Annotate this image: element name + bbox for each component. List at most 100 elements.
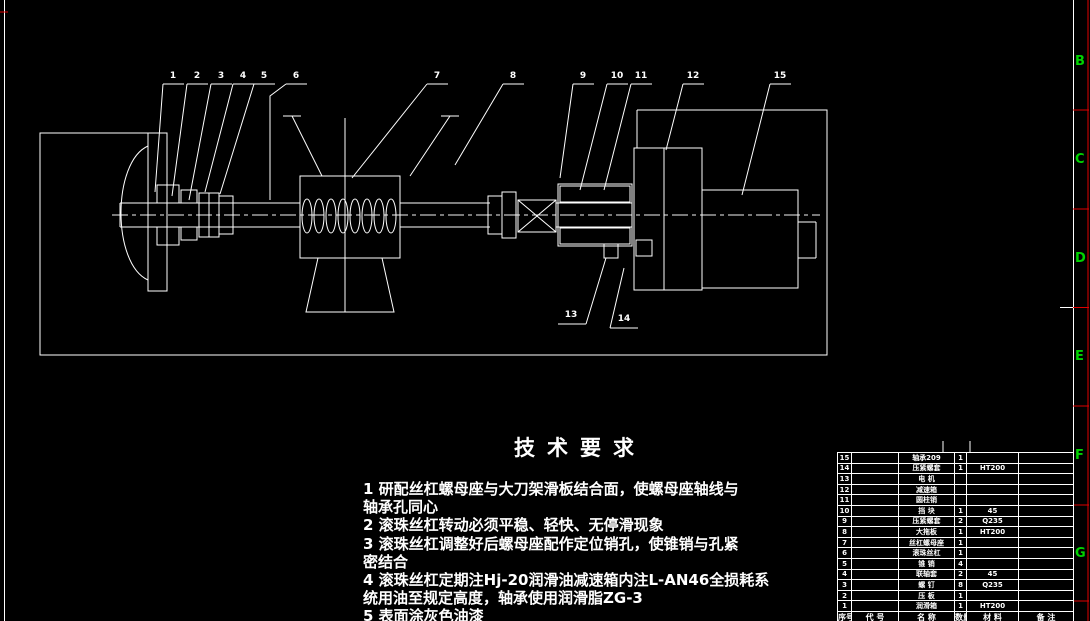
tech-line: 轴承孔同心	[363, 498, 439, 517]
parts-header-row: 序号代 号名 称数量材 料备 注	[837, 610, 1074, 621]
parts-header-cell: 名 称	[898, 610, 955, 621]
end-flange	[633, 147, 703, 291]
parts-cell-qty: 1	[954, 547, 967, 559]
tech-line: 5 表面涂灰色油漆	[363, 607, 484, 621]
parts-cell-note	[1018, 452, 1074, 464]
parts-cell-name: 压紧螺套	[898, 515, 955, 528]
tech-line: 1 研配丝杠螺母座与大刀架滑板结合面，使螺母座轴线与	[363, 480, 739, 498]
parts-cell-code	[851, 462, 899, 475]
parts-cell-qty: 8	[954, 579, 967, 591]
parts-cell-code	[851, 600, 899, 612]
parts-cell-note	[1018, 557, 1074, 570]
parts-cell-note	[1018, 568, 1074, 581]
callout-14: 14	[617, 314, 631, 324]
parts-cell-material: Q235	[966, 515, 1019, 528]
parts-cell-qty: 1	[954, 536, 967, 549]
parts-cell-no: 10	[837, 504, 852, 517]
right-bearing-block	[556, 183, 653, 259]
parts-cell-material	[966, 473, 1019, 485]
parts-cell-note	[1018, 494, 1074, 506]
parts-row: 11 圆柱销	[837, 494, 1074, 506]
callout-10: 10	[610, 71, 624, 81]
parts-cell-name: 圆柱销	[898, 494, 955, 506]
parts-cell-code	[851, 579, 899, 591]
callout-11: 11	[634, 71, 648, 81]
parts-cell-name: 挡 块	[898, 504, 955, 517]
parts-cell-note	[1018, 536, 1074, 549]
parts-cell-code	[851, 547, 899, 559]
parts-cell-no: 8	[837, 526, 852, 538]
tech-line: 2 滚珠丝杠转动必须平稳、轻快、无停滑现象	[363, 516, 664, 535]
parts-cell-name: 减速箱	[898, 483, 955, 496]
parts-cell-material	[966, 483, 1019, 496]
machine-bed	[39, 109, 828, 356]
reducer-motor	[701, 189, 817, 289]
callout-15: 15	[773, 71, 787, 81]
callout-9: 9	[579, 71, 587, 81]
parts-cell-material: HT200	[966, 600, 1019, 612]
parts-cell-code	[851, 452, 899, 464]
tech-line: 4 滚珠丝杠定期注Hj-20润滑油减速箱内注L-AN46全损耗系	[363, 571, 770, 590]
parts-cell-note	[1018, 589, 1074, 602]
parts-cell-code	[851, 557, 899, 570]
callout-7: 7	[433, 71, 441, 81]
parts-cell-code	[851, 526, 899, 538]
parts-cell-note	[1018, 600, 1074, 612]
table-stubs	[942, 441, 971, 452]
parts-cell-material: 45	[966, 568, 1019, 581]
parts-cell-note	[1018, 526, 1074, 538]
parts-header-cell: 数量	[954, 610, 967, 621]
parts-cell-material: Q235	[966, 579, 1019, 591]
ball-screw-nut	[299, 175, 401, 259]
parts-cell-no: 11	[837, 494, 852, 506]
parts-cell-name: 丝杠螺母座	[898, 536, 955, 549]
parts-cell-name: 螺 钉	[898, 579, 955, 591]
parts-cell-code	[851, 494, 899, 506]
parts-cell-name: 压紧螺套	[898, 462, 955, 475]
parts-cell-note	[1018, 483, 1074, 496]
parts-header-cell: 代 号	[851, 610, 899, 621]
parts-cell-name: 润滑箱	[898, 600, 955, 612]
parts-cell-name: 压 板	[898, 589, 955, 602]
parts-cell-qty: 1	[954, 504, 967, 517]
parts-cell-qty: 2	[954, 568, 967, 581]
parts-cell-code	[851, 568, 899, 581]
parts-cell-no: 4	[837, 568, 852, 581]
parts-cell-material	[966, 494, 1019, 506]
parts-cell-code	[851, 589, 899, 602]
callout-6: 6	[292, 71, 300, 81]
parts-cell-qty: 4	[954, 557, 967, 570]
parts-cell-qty: 1	[954, 589, 967, 602]
left-bearing-housing	[120, 132, 168, 292]
parts-cell-qty: 1	[954, 600, 967, 612]
tech-line: 统用油至规定高度，轴承使用润滑脂ZG-3	[363, 589, 643, 608]
tech-requirements-title: 技术要求	[514, 436, 646, 460]
parts-header-cell: 序号	[837, 610, 852, 621]
parts-cell-qty	[954, 473, 967, 485]
parts-cell-code	[851, 473, 899, 485]
parts-cell-material: HT200	[966, 462, 1019, 475]
parts-cell-qty: 1	[954, 462, 967, 475]
parts-cell-no: 7	[837, 536, 852, 549]
parts-cell-material: HT200	[966, 526, 1019, 538]
parts-cell-note	[1018, 504, 1074, 517]
parts-cell-material	[966, 557, 1019, 570]
callout-12: 12	[686, 71, 700, 81]
parts-header-cell: 备 注	[1018, 610, 1074, 621]
parts-cell-material	[966, 452, 1019, 464]
parts-header-cell: 材 料	[966, 610, 1019, 621]
parts-cell-code	[851, 515, 899, 528]
zone-label-c: C	[1075, 152, 1085, 167]
